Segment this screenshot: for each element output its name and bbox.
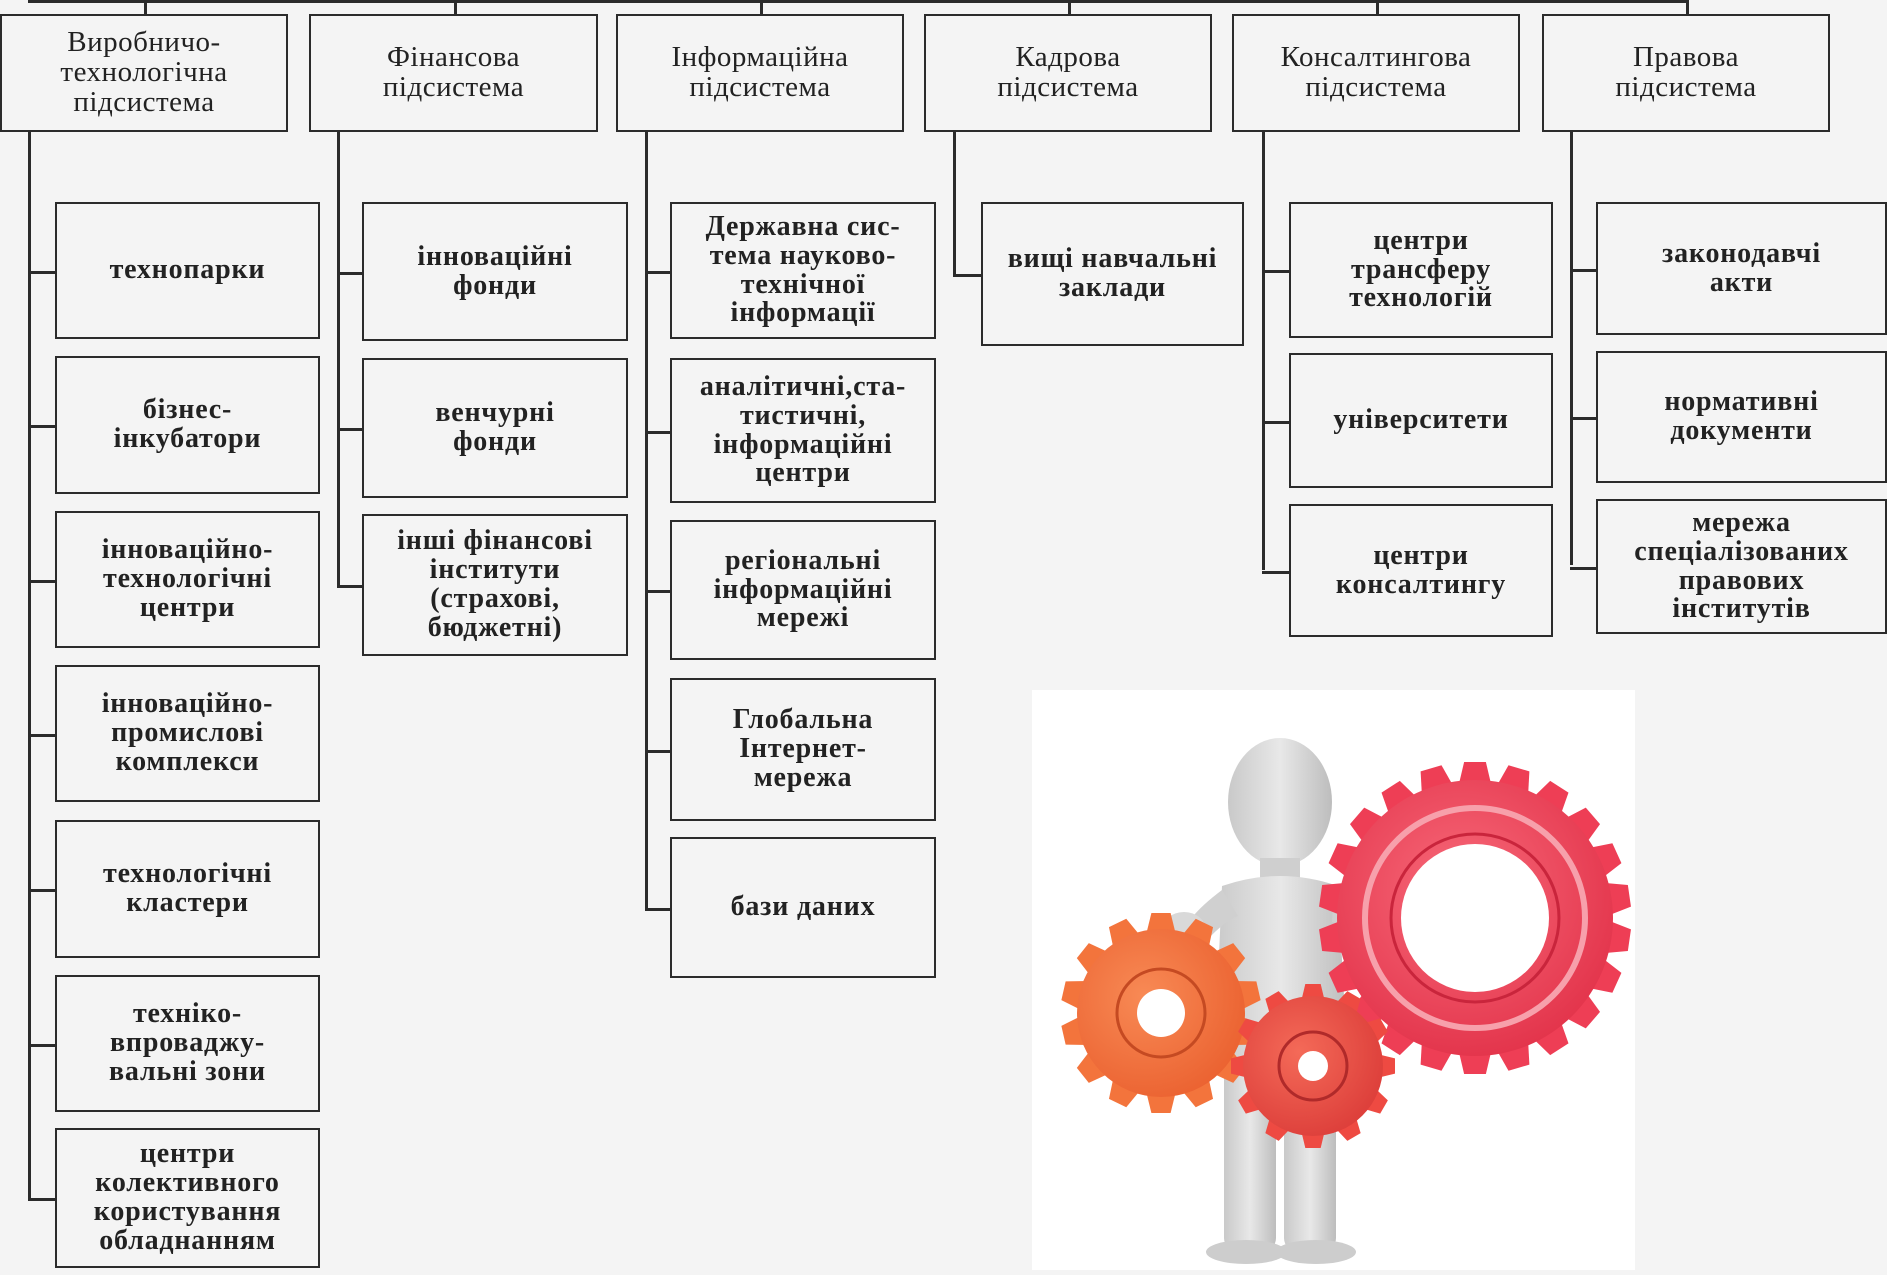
- branch-line: [645, 431, 670, 434]
- large-gear-icon: [1319, 762, 1631, 1074]
- branch-line: [1570, 567, 1596, 570]
- trunk-line: [953, 132, 956, 277]
- subsystem-header: Кадрова підсистема: [924, 14, 1212, 132]
- top-connector-line: [28, 0, 1686, 3]
- branch-line: [28, 1198, 55, 1201]
- subsystem-header: Консалтингова підсистема: [1232, 14, 1520, 132]
- trunk-line: [28, 132, 31, 1200]
- header-riser-line: [1686, 0, 1689, 14]
- subsystem-header: Інформаційна підсистема: [616, 14, 904, 132]
- header-riser-line: [453, 0, 457, 14]
- subsystem-element: Державна сис- тема науково- технічної ін…: [670, 202, 936, 339]
- subsystem-element: технологічні кластери: [55, 820, 320, 958]
- subsystem-element: технопарки: [55, 202, 320, 339]
- subsystem-element: бази даних: [670, 837, 936, 978]
- person-with-gears-illustration: [1032, 690, 1635, 1270]
- branch-line: [645, 590, 670, 593]
- subsystem-element: університети: [1289, 353, 1553, 488]
- subsystem-element: центри консалтингу: [1289, 504, 1553, 637]
- subsystem-element: венчурні фонди: [362, 358, 628, 498]
- subsystem-element: центри трансферу технологій: [1289, 202, 1553, 338]
- small-gear-icon: [1231, 984, 1395, 1148]
- subsystem-element: бізнес- інкубатори: [55, 356, 320, 494]
- trunk-line: [1262, 132, 1265, 570]
- branch-line: [28, 734, 55, 737]
- trunk-line: [1570, 132, 1573, 565]
- branch-line: [28, 1044, 55, 1047]
- subsystem-element: регіональні інформаційні мережі: [670, 520, 936, 660]
- person-with-gears-icon: [1061, 738, 1631, 1264]
- subsystem-element: мережа спеціалізованих правових інститут…: [1596, 499, 1887, 634]
- subsystem-element: інноваційно- промислові комплекси: [55, 665, 320, 802]
- subsystem-header: Фінансова підсистема: [309, 14, 598, 132]
- subsystem-element: Глобальна Інтернет- мережа: [670, 678, 936, 821]
- branch-line: [1262, 571, 1289, 574]
- branch-line: [645, 908, 670, 911]
- orange-gear-icon: [1061, 913, 1261, 1113]
- branch-line: [953, 274, 981, 277]
- branch-line: [1570, 417, 1596, 420]
- branch-line: [1262, 421, 1289, 424]
- branch-line: [1262, 270, 1289, 273]
- subsystem-element: законодавчі акти: [1596, 202, 1887, 335]
- subsystem-element: нормативні документи: [1596, 351, 1887, 483]
- subsystem-element: інноваційно- технологічні центри: [55, 511, 320, 648]
- subsystem-header: Правова підсистема: [1542, 14, 1830, 132]
- subsystem-header: Виробничо- технологічна підсистема: [0, 14, 288, 132]
- branch-line: [645, 750, 670, 753]
- header-riser-line: [1068, 0, 1071, 14]
- subsystem-element: інноваційні фонди: [362, 202, 628, 341]
- subsystem-element: інші фінансові інститути (страхові, бюдж…: [362, 514, 628, 656]
- trunk-line: [645, 132, 648, 910]
- header-riser-line: [760, 0, 763, 14]
- header-riser-line: [144, 0, 147, 14]
- subsystem-element: вищі навчальні заклади: [981, 202, 1244, 346]
- branch-line: [28, 425, 55, 428]
- branch-line: [337, 428, 362, 431]
- branch-line: [337, 585, 362, 588]
- subsystem-element: центри колективного користування обладна…: [55, 1128, 320, 1268]
- trunk-line: [337, 132, 340, 585]
- branch-line: [28, 271, 55, 274]
- branch-line: [645, 271, 670, 274]
- subsystem-element: техніко- впроваджу- вальні зони: [55, 975, 320, 1112]
- branch-line: [1570, 269, 1596, 272]
- branch-line: [28, 889, 55, 892]
- header-riser-line: [1376, 0, 1379, 14]
- branch-line: [28, 580, 55, 583]
- branch-line: [337, 272, 362, 275]
- subsystem-element: аналітичні,ста- тистичні, інформаційні ц…: [670, 358, 936, 503]
